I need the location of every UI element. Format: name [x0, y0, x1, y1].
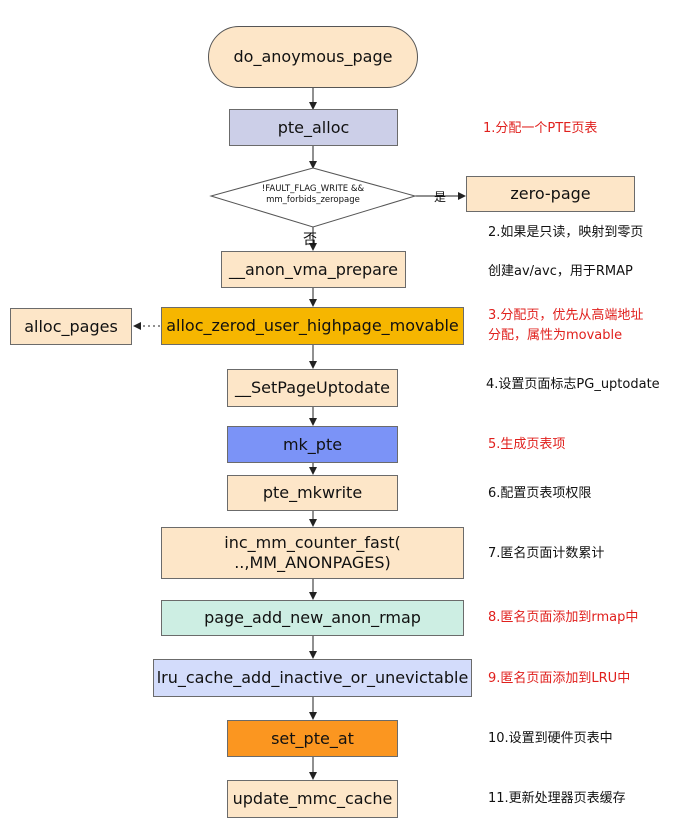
decision-line-1: !FAULT_FLAG_WRITE &&: [261, 184, 365, 194]
decision-label: !FAULT_FLAG_WRITE && mm_forbids_zeropage: [236, 184, 390, 206]
decision-diamond: [209, 167, 417, 228]
inc-counter-line-1: inc_mm_counter_fast(: [224, 533, 401, 552]
note-2: 2.如果是只读，映射到零页: [488, 225, 644, 240]
mk-pte-node: mk_pte: [227, 426, 398, 463]
pte-mkwrite-node: pte_mkwrite: [227, 475, 398, 511]
start-node: do_anoymous_page: [208, 26, 418, 88]
set-page-uptodate-node: __SetPageUptodate: [227, 369, 398, 407]
alloc-pages-node: alloc_pages: [10, 308, 132, 345]
note-3-line-2: 分配，属性为movable: [488, 328, 623, 343]
inc-counter-node: inc_mm_counter_fast( ..,MM_ANONPAGES): [161, 527, 464, 579]
yes-label: 是: [434, 190, 447, 204]
note-4: 4.设置页面标志PG_uptodate: [486, 377, 660, 392]
update-mmc-cache-node: update_mmc_cache: [227, 780, 398, 818]
note-8: 8.匿名页面添加到rmap中: [488, 610, 639, 625]
decision-line-2: mm_forbids_zeropage: [266, 195, 360, 205]
note-9: 9.匿名页面添加到LRU中: [488, 671, 631, 686]
page-add-new-anon-rmap-node: page_add_new_anon_rmap: [161, 600, 464, 636]
pte-alloc-node: pte_alloc: [229, 109, 398, 146]
set-pte-at-node: set_pte_at: [227, 720, 398, 757]
note-1: 1.分配一个PTE页表: [483, 121, 598, 136]
note-3-line-1: 3.分配页，优先从高端地址: [488, 308, 644, 323]
alloc-zerod-node: alloc_zerod_user_highpage_movable: [161, 307, 464, 345]
note-10: 10.设置到硬件页表中: [488, 731, 613, 746]
no-label: 否: [303, 232, 317, 248]
note-11: 11.更新处理器页表缓存: [488, 791, 626, 806]
note-7: 7.匿名页面计数累计: [488, 546, 605, 561]
note-5: 5.生成页表项: [488, 437, 566, 452]
lru-cache-add-node: lru_cache_add_inactive_or_unevictable: [153, 659, 472, 697]
anon-vma-prepare-node: __anon_vma_prepare: [221, 251, 406, 288]
note-3: 3.分配页，优先从高端地址 分配，属性为movable: [488, 306, 643, 346]
note-avc: 创建av/avc，用于RMAP: [488, 264, 633, 279]
zero-page-node: zero-page: [466, 176, 635, 212]
note-6: 6.配置页表项权限: [488, 486, 592, 501]
inc-counter-line-2: ..,MM_ANONPAGES): [234, 553, 391, 572]
